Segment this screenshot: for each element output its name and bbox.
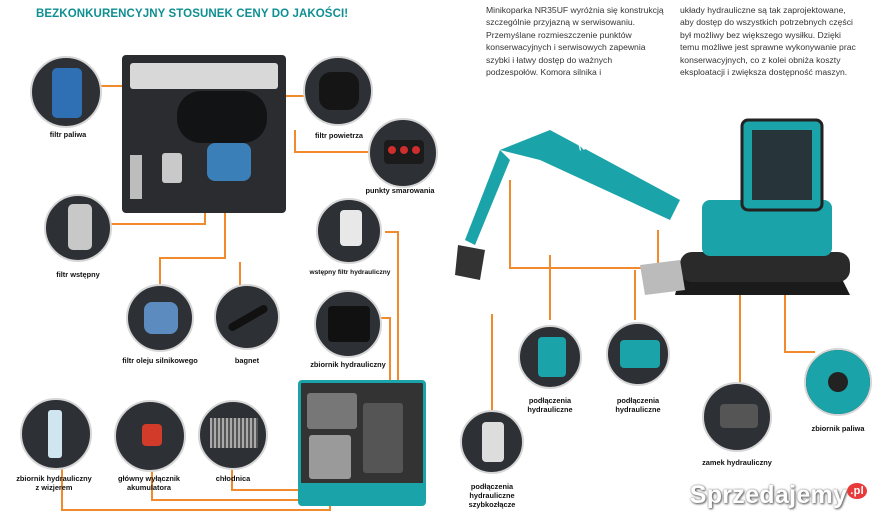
excavator-illustration — [455, 118, 850, 295]
description-right: układy hydrauliczne są tak zaprojektowan… — [680, 5, 856, 78]
label-bagnet: bagnet — [234, 356, 260, 365]
label-podlaczenia-2: podłączenia hydrauliczne — [615, 396, 661, 414]
page-title: BEZKONKURENCYJNY STOSUNEK CENY DO JAKOŚC… — [36, 8, 349, 20]
label-punkty-smarowania: punkty smarowania — [365, 186, 435, 195]
fuel-tank-photo — [804, 348, 872, 416]
label-zbiornik-wziernik: zbiornik hydrauliczny z wizjerem — [16, 474, 92, 492]
engine-bay-photo — [122, 55, 286, 213]
dipstick-photo — [214, 284, 280, 350]
sight-glass-tank-photo — [20, 398, 92, 470]
battery-switch-photo — [114, 400, 186, 472]
description-left: Minikoparka NR35UF wyróżnia się konstruk… — [486, 5, 664, 78]
fuel-filter-photo — [30, 56, 102, 128]
label-podlaczenia-1: podłączenia hydrauliczne — [527, 396, 573, 414]
label-zamek-hydrauliczny: zamek hydrauliczny — [702, 458, 772, 467]
watermark-text: Sprzedajemy — [689, 481, 848, 509]
radiator-photo — [198, 400, 268, 470]
hydraulic-compartment-photo — [298, 380, 426, 506]
grease-points-photo — [368, 118, 438, 188]
label-wstepny-filtr-hydrauliczny: wstępny filtr hydrauliczny — [309, 269, 391, 276]
label-zbiornik-paliwa: zbiornik paliwa — [811, 424, 865, 433]
label-filtr-powietrza: filtr powietrza — [314, 131, 364, 140]
hydraulic-lock-photo — [702, 382, 772, 452]
quick-coupler-photo — [460, 410, 524, 474]
hydraulic-connections-photo-2 — [606, 322, 670, 386]
watermark: Sprzedajemy.pl — [690, 481, 867, 510]
pre-filter-photo — [44, 194, 112, 262]
label-glowny-wylacznik: główny wyłącznik akumulatora — [117, 474, 181, 492]
hydraulic-pre-filter-photo — [316, 198, 382, 264]
watermark-suffix: .pl — [847, 482, 867, 499]
oil-filter-photo — [126, 284, 194, 352]
hydraulic-connections-photo-1 — [518, 325, 582, 389]
hydraulic-tank-photo — [314, 290, 382, 358]
label-podlaczenia-szybkozlacze: podłączenia hydrauliczne szybkozłącze — [468, 482, 516, 509]
air-filter-photo — [303, 56, 373, 126]
label-filtr-wstepny: filtr wstępny — [56, 270, 100, 279]
label-chlodnica: chłodnica — [215, 474, 251, 483]
label-filtr-paliwa: filtr paliwa — [49, 130, 87, 139]
label-filtr-oleju: filtr oleju silnikowego — [122, 356, 198, 365]
label-zbiornik-hydrauliczny: zbiornik hydrauliczny — [310, 360, 386, 369]
